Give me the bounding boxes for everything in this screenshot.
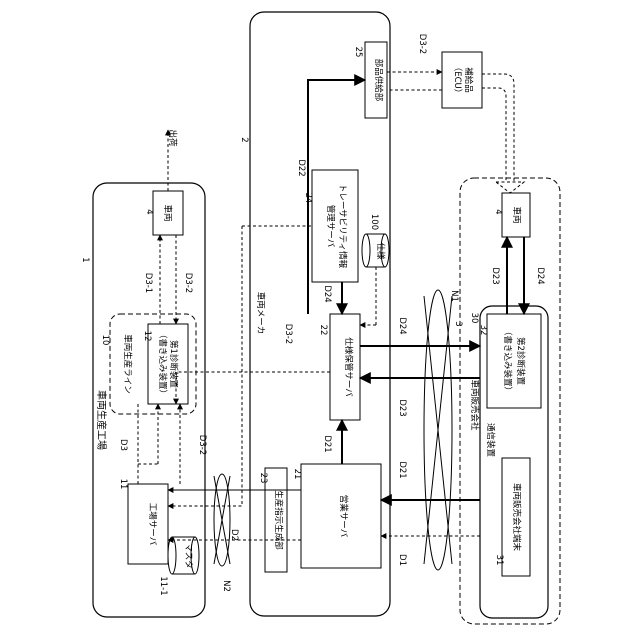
dealer-terminal-label: 車両販売会社端末	[511, 483, 522, 552]
second-diag-line2: （書き込み装置）	[502, 327, 513, 395]
d3-1-label: D3-1	[143, 273, 153, 293]
supply-delivery-arrow	[482, 74, 524, 193]
second-diag-ref: 32	[478, 325, 488, 336]
dealer-vehicle-label: 車両	[511, 206, 522, 224]
master-ref: 11-1	[158, 576, 168, 595]
shipping-label: 出荷	[167, 129, 178, 147]
spec-storage-server-ref: 22	[318, 325, 328, 336]
d3-2-label-lower: D3-2	[197, 435, 207, 455]
dealer-ref: 3	[453, 321, 463, 326]
spec-storage-server-label: 仕様保管サーバ	[343, 337, 354, 397]
comm-device-label: 通信装置	[485, 423, 496, 458]
first-diag-box	[148, 324, 188, 404]
parts-supply-label: 部品供給部	[373, 59, 384, 102]
production-line-ref: 10	[100, 335, 110, 346]
second-diag-box	[487, 314, 541, 408]
sales-server-ref: 21	[292, 469, 302, 480]
dealer-title: 車両販売会社	[469, 379, 480, 431]
d1-label: D1	[397, 554, 407, 566]
d2-label: D2	[229, 529, 239, 541]
n2-label: N2	[221, 580, 231, 592]
production-instruction-ref: 23	[258, 473, 268, 484]
factory-ref: 1	[80, 257, 90, 262]
network-n1-icon	[424, 290, 452, 570]
production-instruction-label: 生産指示生成部	[273, 490, 284, 550]
first-diag-line1: 第1診断装置	[168, 340, 179, 388]
spec-db-ref: 100	[369, 214, 379, 230]
factory-vehicle-label: 車両	[162, 204, 173, 222]
d23-dealer-label: D23	[490, 267, 500, 284]
comm-device-ref: 30	[469, 313, 479, 324]
factory-vehicle-ref: 4	[144, 209, 154, 214]
factory-server-label: 工場サーバ	[147, 503, 158, 546]
d22-label: D22	[296, 159, 306, 176]
d24-trace-label: D24	[322, 285, 332, 302]
dealer-vehicle-ref: 4	[493, 209, 503, 214]
d3-2-maker-label: D3-2	[283, 324, 293, 344]
n1-label: N1	[449, 290, 459, 302]
maker-title: 車両メーカ	[255, 292, 266, 335]
d21-label: D21	[322, 435, 332, 452]
factory-server-ref: 11	[118, 479, 128, 490]
supply-part-line2: （ECU）	[452, 63, 463, 98]
traceability-line1: トレーサビリティ情報	[337, 184, 348, 269]
supply-part-line1: 補給品	[463, 67, 474, 93]
network-n2-icon	[214, 474, 230, 566]
first-diag-line2: （書き込み装置）	[157, 330, 168, 398]
first-diag-ref: 12	[142, 331, 152, 342]
traceability-line2: 管理サーバ	[325, 205, 336, 248]
d24-net-label: D24	[397, 317, 407, 334]
d3-2-supply-label: D3-2	[417, 34, 427, 54]
sales-server-label: 営業サーバ	[338, 495, 349, 538]
factory-title: 車両生産工場	[95, 390, 108, 450]
d3-2-label-upper: D3-2	[183, 273, 193, 293]
d24-dealer-label: D24	[535, 267, 545, 284]
production-line-label: 車両生産ライン	[122, 334, 133, 394]
d23-net-label: D23	[397, 399, 407, 416]
spec-db-label: 仕様	[375, 242, 386, 260]
second-diag-line1: 第2診断装置	[515, 337, 526, 385]
dealer-terminal-ref: 31	[494, 555, 504, 566]
d3-label: D3	[118, 439, 128, 451]
parts-supply-ref: 25	[353, 47, 363, 58]
d21-net-label: D21	[397, 461, 407, 478]
maker-ref: 2	[239, 137, 249, 142]
master-label: マスタ	[183, 543, 193, 569]
